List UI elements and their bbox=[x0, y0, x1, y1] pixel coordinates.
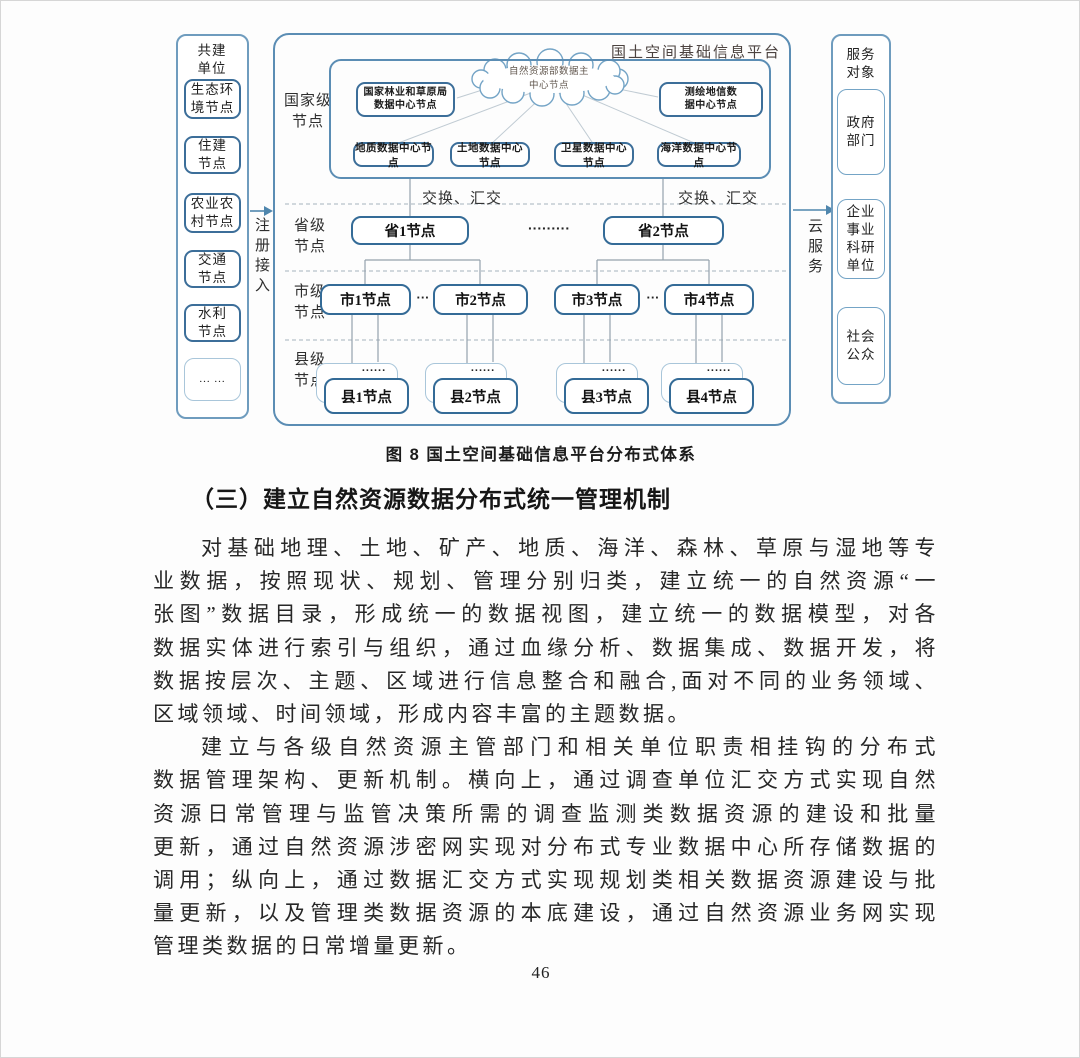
land-data-center-node: 土地数据中心节点 bbox=[450, 142, 530, 169]
register-arrow bbox=[250, 206, 273, 216]
county-4-ellipsis: ...... bbox=[706, 362, 732, 374]
city-1-node: 市1节点 bbox=[320, 284, 411, 315]
county-1-ellipsis: ...... bbox=[361, 362, 387, 374]
service-targets-title: 服务 对象 bbox=[846, 46, 876, 80]
forestry-data-center-node: 国家林业和草原局 数据中心节点 bbox=[356, 82, 455, 117]
county-4-node: 县4节点 bbox=[669, 378, 754, 414]
municipal-ellipsis-left: ··· bbox=[416, 289, 430, 305]
body-line: 数据管理架构、更新机制。横向上，通过调查单位汇交方式实现自然 bbox=[153, 768, 939, 793]
body-line: 建立与各级自然资源主管部门和相关单位职责相挂钩的分布式 bbox=[201, 735, 939, 760]
figure-caption: 图 8 国土空间基础信息平台分布式体系 bbox=[385, 446, 697, 464]
county-1-node: 县1节点 bbox=[324, 378, 409, 414]
co-build-node-water: 水利 节点 bbox=[184, 304, 241, 342]
register-access-label: 注册接入 bbox=[253, 217, 269, 297]
body-line: 数据实体进行索引与组织，通过血缘分析、数据集成、数据开发，将 bbox=[153, 635, 939, 660]
national-level-label: 国家级 节点 bbox=[284, 93, 333, 130]
platform-frame bbox=[273, 33, 791, 426]
co-build-node-transport: 交通 节点 bbox=[184, 250, 241, 288]
page-number: 46 bbox=[531, 963, 551, 982]
city-2-node: 市2节点 bbox=[433, 284, 528, 315]
surveying-data-center-node: 测绘地信数 据中心节点 bbox=[659, 82, 763, 117]
cloud-master-node: 自然资源部数据主 中心节点 bbox=[508, 65, 589, 91]
national-frame bbox=[329, 59, 771, 179]
body-line: 管理类数据的日常增量更新。 bbox=[153, 934, 472, 959]
body-line: 资源日常管理与监管决策所需的调查监测类数据资源的建设和批量 bbox=[153, 801, 939, 826]
service-node-enterprise: 企业 事业 科研 单位 bbox=[837, 199, 885, 279]
ocean-data-center-node: 海洋数据中心节点 bbox=[657, 142, 741, 169]
province-2-node: 省2节点 bbox=[603, 216, 724, 245]
body-line: 张图”数据目录，形成统一的数据视图，建立统一的数据模型，对各 bbox=[153, 602, 939, 627]
cloud-service-label: 云服务 bbox=[806, 218, 822, 278]
province-1-node: 省1节点 bbox=[351, 216, 469, 245]
municipal-ellipsis-right: ··· bbox=[646, 289, 660, 305]
platform-title: 国土空间基础信息平台 bbox=[610, 45, 781, 61]
exchange-label-left: 交换、汇交 bbox=[422, 191, 503, 207]
body-line: 更新，通过自然资源涉密网实现对分布式专业数据中心所存储数据的 bbox=[153, 834, 939, 859]
co-build-title: 共建 单位 bbox=[197, 42, 227, 76]
body-line: 量更新，以及管理类数据资源的本底建设，通过自然资源业务网实现 bbox=[153, 901, 939, 926]
body-line: 数据按层次、主题、区域进行信息整合和融合,面对不同的业务领域、 bbox=[153, 668, 939, 693]
city-4-node: 市4节点 bbox=[664, 284, 754, 315]
service-node-public: 社会 公众 bbox=[837, 307, 885, 385]
city-3-node: 市3节点 bbox=[554, 284, 640, 315]
county-2-node: 县2节点 bbox=[433, 378, 518, 414]
co-build-node-more: ... ... bbox=[184, 358, 241, 401]
satellite-data-center-node: 卫星数据中心节点 bbox=[554, 142, 634, 169]
service-node-government: 政府 部门 bbox=[837, 89, 885, 175]
co-build-node-agriculture: 农业农 村节点 bbox=[184, 193, 241, 233]
section-heading: （三）建立自然资源数据分布式统一管理机制 bbox=[191, 486, 671, 512]
geology-data-center-node: 地质数据中心节点 bbox=[353, 141, 434, 169]
exchange-label-right: 交换、汇交 bbox=[678, 191, 759, 207]
provincial-ellipsis: ········· bbox=[528, 220, 570, 236]
body-text: 对基础地理、土地、矿产、地质、海洋、森林、草原与湿地等专 业数据，按照现状、规划… bbox=[153, 532, 939, 963]
co-build-node-ecology: 生态环 境节点 bbox=[184, 79, 241, 119]
body-line: 对基础地理、土地、矿产、地质、海洋、森林、草原与湿地等专 bbox=[201, 536, 939, 560]
co-build-node-housing: 住建 节点 bbox=[184, 136, 241, 174]
cloud-service-arrow bbox=[793, 205, 835, 215]
provincial-level-label: 省级 节点 bbox=[293, 218, 326, 255]
county-3-ellipsis: ...... bbox=[601, 362, 627, 374]
body-line: 区域领域、时间领域，形成内容丰富的主题数据。 bbox=[153, 701, 692, 726]
county-2-ellipsis: ...... bbox=[470, 362, 496, 374]
county-3-node: 县3节点 bbox=[564, 378, 649, 414]
body-line: 调用；纵向上，通过数据汇交方式实现规划类相关数据资源建设与批 bbox=[153, 867, 939, 892]
body-line: 业数据，按照现状、规划、管理分别归类，建立统一的自然资源“一 bbox=[153, 569, 939, 594]
municipal-level-label: 市级 节点 bbox=[293, 284, 326, 321]
